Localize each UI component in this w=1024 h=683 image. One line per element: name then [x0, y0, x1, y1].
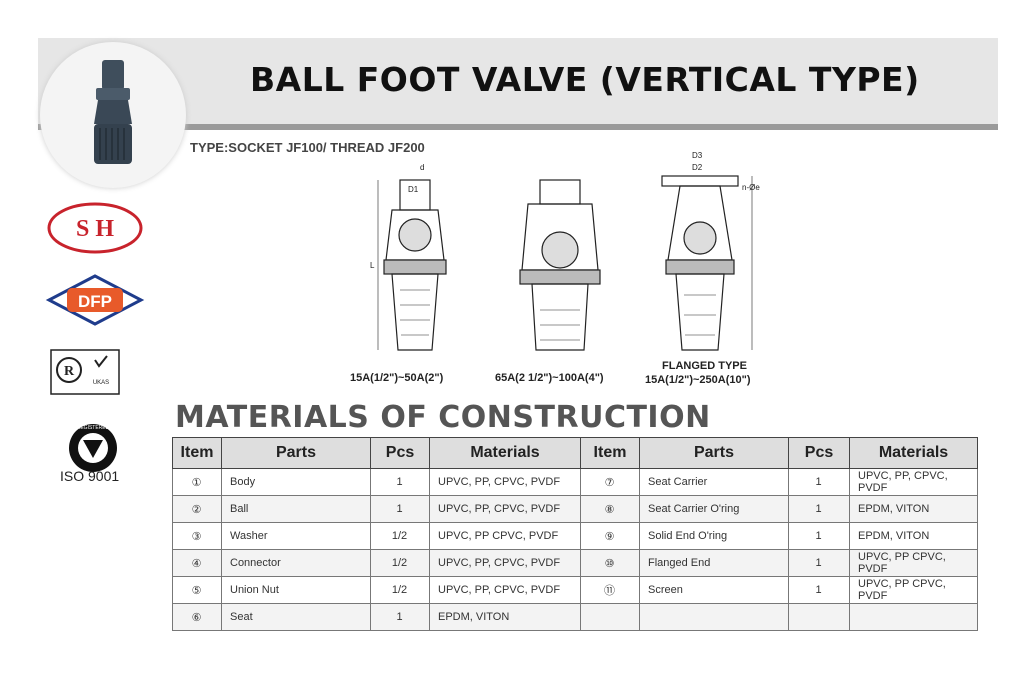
header-pcs: Pcs: [370, 437, 430, 469]
pcs: 1: [788, 468, 850, 496]
pcs: 1/2: [370, 576, 430, 604]
materials: UPVC, PP, CPVC, PVDF: [429, 468, 581, 496]
part-name: Solid End O'ring: [639, 522, 789, 550]
dfp-logo: DFP: [45, 272, 155, 332]
svg-text:S H: S H: [76, 216, 114, 242]
svg-text:R: R: [64, 364, 75, 379]
pcs: 1/2: [370, 522, 430, 550]
valve-cross-sections: d D1 D3 D2 n-Øe L: [370, 151, 760, 351]
caption-small-size: 15A(1/2")~50A(2"): [350, 372, 444, 384]
iso-9001-label: ISO 9001: [60, 468, 120, 484]
materials: UPVC, PP CPVC, PVDF: [849, 549, 978, 577]
materials: UPVC, PP CPVC, PVDF: [429, 522, 581, 550]
materials-table: Item Parts Pcs Materials Item Parts Pcs …: [172, 437, 978, 631]
svg-text:d: d: [420, 163, 424, 172]
item-number: ⑩: [580, 549, 640, 577]
part-name: Body: [221, 468, 371, 496]
svg-text:D1: D1: [408, 185, 419, 194]
part-name: Seat: [221, 603, 371, 631]
header-parts: Parts: [639, 437, 789, 469]
materials: EPDM, VITON: [849, 495, 978, 523]
svg-text:L: L: [370, 261, 375, 270]
pcs: 1: [370, 495, 430, 523]
header-materials: Materials: [849, 437, 978, 469]
part-name: Seat Carrier: [639, 468, 789, 496]
brand-logos: S H DFP R UKAS REGISTERED: [45, 200, 155, 488]
part-name: Washer: [221, 522, 371, 550]
svg-text:D3: D3: [692, 151, 703, 160]
type-subtitle: TYPE:SOCKET JF100/ THREAD JF200: [190, 140, 425, 155]
part-name: [639, 603, 789, 631]
item-number: ③: [172, 522, 222, 550]
materials: EPDM, VITON: [849, 522, 978, 550]
materials: [849, 603, 978, 631]
table-header-row: Item Parts Pcs Materials Item Parts Pcs …: [172, 437, 978, 469]
pcs: 1: [788, 522, 850, 550]
technical-drawings: d D1 D3 D2 n-Øe L 15A(1/2")~50A(2") 65A(…: [340, 150, 780, 395]
svg-text:REGISTERED: REGISTERED: [77, 425, 110, 431]
page-title: BALL FOOT VALVE (VERTICAL TYPE): [250, 60, 920, 99]
header-band: [38, 38, 998, 130]
item-number: ⑪: [580, 576, 640, 604]
caption-medium-size: 65A(2 1/2")~100A(4"): [495, 372, 604, 384]
pcs: [788, 603, 850, 631]
header-pcs: Pcs: [788, 437, 850, 469]
svg-text:DFP: DFP: [78, 292, 112, 311]
pcs: 1: [788, 576, 850, 604]
materials: UPVC, PP, CPVC, PVDF: [849, 468, 978, 496]
item-number: ⑦: [580, 468, 640, 496]
part-name: Union Nut: [221, 576, 371, 604]
item-number: ⑧: [580, 495, 640, 523]
item-number: [580, 603, 640, 631]
materials: UPVC, PP CPVC, PVDF: [849, 576, 978, 604]
materials: EPDM, VITON: [429, 603, 581, 631]
item-number: ②: [172, 495, 222, 523]
pcs: 1/2: [370, 549, 430, 577]
svg-text:UKAS: UKAS: [93, 380, 109, 386]
pcs: 1: [788, 495, 850, 523]
part-name: Screen: [639, 576, 789, 604]
item-number: ④: [172, 549, 222, 577]
svg-text:n-Øe: n-Øe: [742, 183, 760, 192]
materials: UPVC, PP, CPVC, PVDF: [429, 576, 581, 604]
header-materials: Materials: [429, 437, 581, 469]
svg-text:D2: D2: [692, 163, 703, 172]
part-name: Connector: [221, 549, 371, 577]
caption-flanged-type: FLANGED TYPE: [662, 360, 747, 372]
caption-flanged-size: 15A(1/2")~250A(10"): [645, 374, 751, 386]
part-name: Seat Carrier O'ring: [639, 495, 789, 523]
header-item: Item: [580, 437, 640, 469]
iso-badge: REGISTERED: [45, 416, 155, 476]
materials: UPVC, PP, CPVC, PVDF: [429, 549, 581, 577]
product-photo: [40, 42, 186, 188]
item-number: ⑨: [580, 522, 640, 550]
certification-logo: R UKAS: [45, 344, 155, 404]
pcs: 1: [370, 468, 430, 496]
part-name: Ball: [221, 495, 371, 523]
item-number: ①: [172, 468, 222, 496]
item-number: ⑥: [172, 603, 222, 631]
materials: UPVC, PP, CPVC, PVDF: [429, 495, 581, 523]
header-item: Item: [172, 437, 222, 469]
header-parts: Parts: [221, 437, 371, 469]
pcs: 1: [788, 549, 850, 577]
foot-valve-image: [94, 60, 132, 164]
sh-logo: S H: [45, 200, 155, 260]
materials-section-title: MATERIALS OF CONSTRUCTION: [175, 400, 711, 435]
item-number: ⑤: [172, 576, 222, 604]
pcs: 1: [370, 603, 430, 631]
part-name: Flanged End: [639, 549, 789, 577]
